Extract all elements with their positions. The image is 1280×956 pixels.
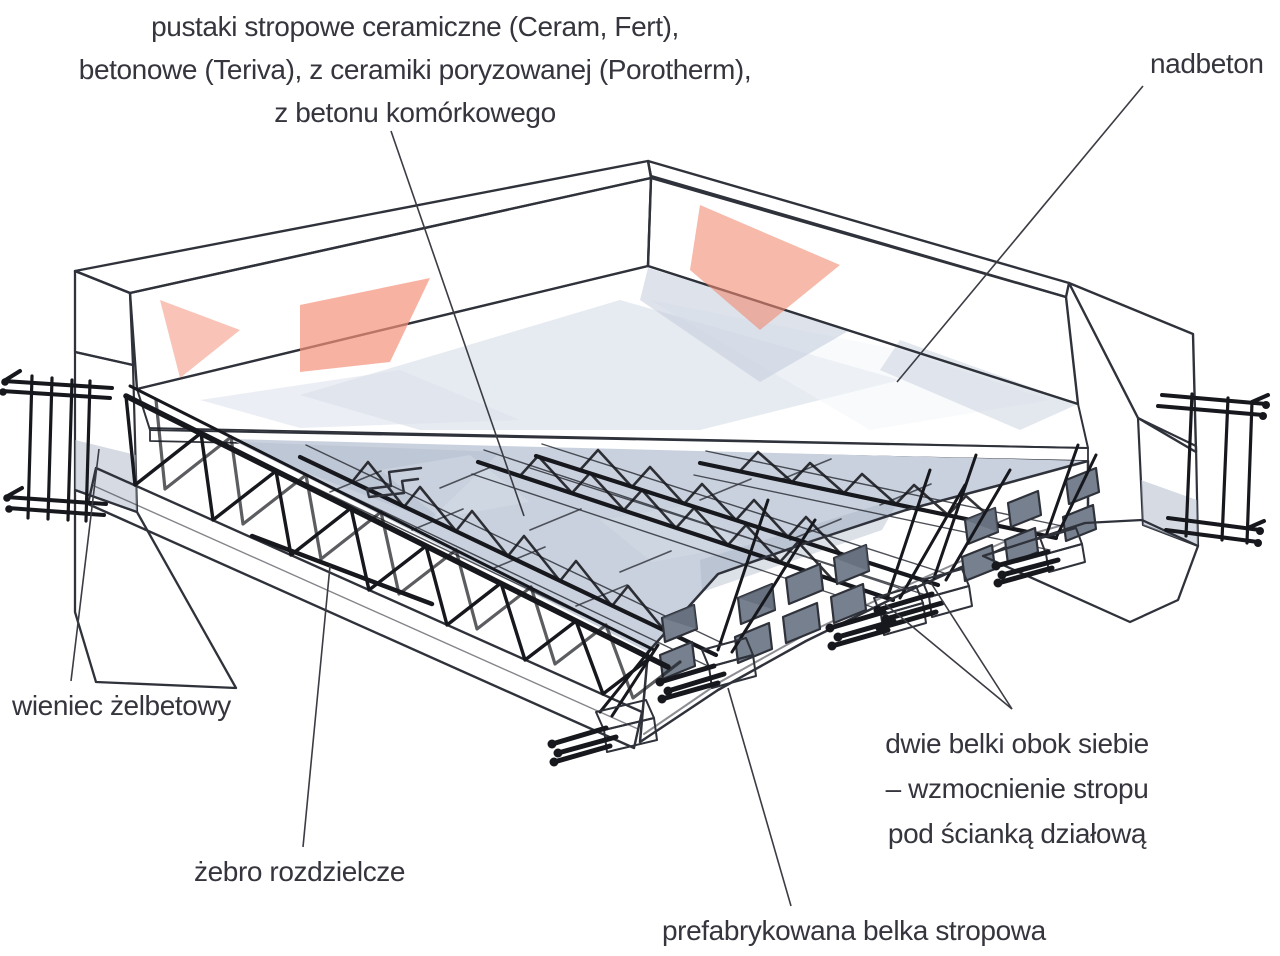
slab-shadow-patch xyxy=(880,340,1078,430)
rebar-cage-left xyxy=(0,369,114,523)
block-field xyxy=(230,439,1088,668)
right-wall-end-face xyxy=(1067,281,1198,454)
wall-watercolor-patch xyxy=(300,278,430,372)
right-wall-below-floor xyxy=(981,518,1200,624)
leader-nadbeton xyxy=(896,85,1144,383)
leader-zebro xyxy=(302,565,331,848)
flange-detail-line xyxy=(91,484,639,730)
beam-bottom-flange xyxy=(86,466,644,750)
block-top-highlight xyxy=(600,505,742,562)
leader-dwie-belki-1 xyxy=(884,603,1013,710)
label-prefabrykowana-belka: prefabrykowana belka stropowa xyxy=(662,915,1046,946)
label-dwie-belki: dwie belki obok siebie – wzmocnienie str… xyxy=(856,721,1178,856)
truss-top-chord xyxy=(123,393,671,670)
label-nadbeton: nadbeton xyxy=(1150,48,1264,79)
wall-watercolor-patch xyxy=(690,205,840,330)
right-wall-inner-face xyxy=(646,176,1080,406)
label-line: pustaki stropowe ceramiczne (Ceram, Fert… xyxy=(151,11,679,42)
label-zebro-rozdzielcze: żebro rozdzielcze xyxy=(194,856,406,887)
wall-watercolor-patch xyxy=(160,300,240,378)
leader-wieniec xyxy=(70,448,100,682)
block-top-highlight xyxy=(380,455,530,518)
label-line: – wzmocnienie stropu xyxy=(885,773,1149,804)
rebar-cage-right xyxy=(1156,392,1270,547)
lattice-truss-1 xyxy=(86,384,682,750)
break-mark-glyph xyxy=(365,466,423,499)
beam-end xyxy=(701,637,757,689)
beam-ends xyxy=(547,443,1098,767)
left-wall-end-face xyxy=(73,269,135,367)
slab-shadow-patch xyxy=(640,268,850,382)
truss-lattice-diagonals xyxy=(350,448,1002,632)
cut-lattice-bars xyxy=(598,443,1098,718)
wieniec-shade xyxy=(1141,480,1198,546)
leader-pustaki xyxy=(390,130,525,517)
truss-zigzag-rear xyxy=(154,398,682,700)
rebar-dowel-heads xyxy=(547,561,1007,767)
rebar-dowels xyxy=(549,549,1061,765)
leader-dwie-belki-2 xyxy=(930,582,1013,710)
leader-belka xyxy=(727,687,792,907)
label-line: dwie belki obok siebie xyxy=(885,728,1149,759)
label-line: pod ścianką działową xyxy=(887,818,1147,849)
truss-top-chord-second-bar xyxy=(128,384,656,652)
beam-end xyxy=(1039,527,1086,573)
left-wall-top-face xyxy=(73,159,653,295)
leader-lines xyxy=(70,85,1144,907)
transverse-rib-bar xyxy=(249,533,435,607)
left-wall-below-floor xyxy=(73,488,238,690)
label-wieniec-zelbetowy: wieniec żelbetowy xyxy=(12,690,231,721)
label-line: z betonu komórkowego xyxy=(274,97,556,128)
slab-watercolor-patch xyxy=(200,370,520,428)
right-ring-beam-zone xyxy=(981,416,1200,624)
truss-zigzag-front xyxy=(124,394,652,696)
nadbeton-slab xyxy=(136,265,1089,449)
label-pustaki-stropowe: pustaki stropowe ceramiczne (Ceram, Fert… xyxy=(40,5,790,134)
label-line: betonowe (Teriva), z ceramiki poryzowane… xyxy=(78,54,752,85)
